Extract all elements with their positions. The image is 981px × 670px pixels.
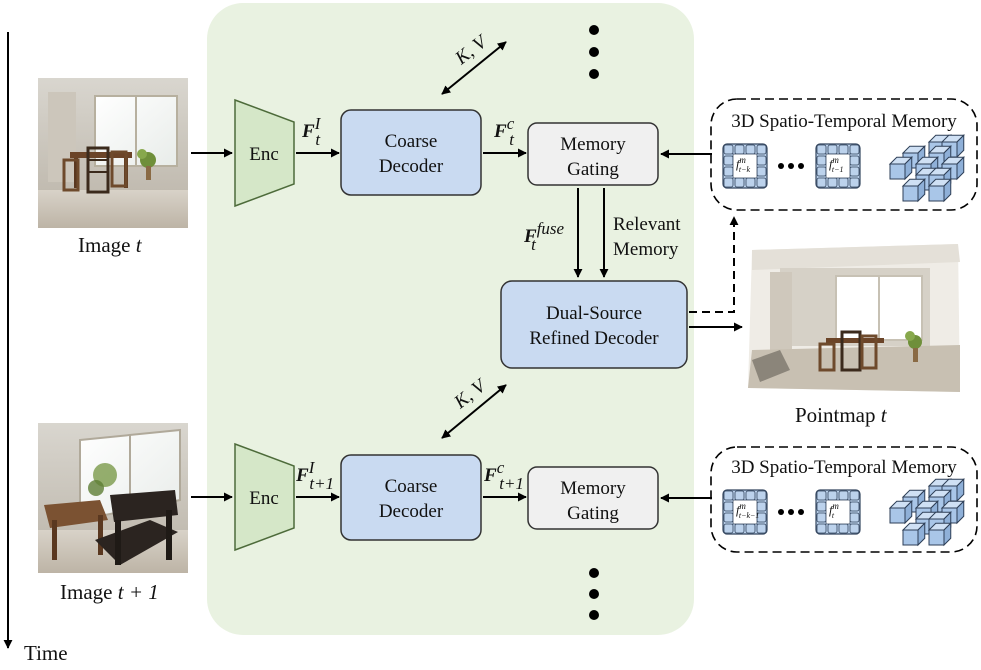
memory-bottom-title: 3D Spatio-Temporal Memory	[731, 457, 957, 478]
svg-text:Memory: Memory	[560, 134, 626, 155]
svg-text:Dual-Source: Dual-Source	[546, 303, 642, 324]
pointmap-caption: Pointmap t	[795, 403, 888, 427]
coarse-decoder-top: Coarse Decoder	[340, 109, 482, 196]
svg-text:Gating: Gating	[567, 503, 619, 524]
svg-text:Coarse: Coarse	[385, 476, 438, 497]
image-t1-caption: Image t + 1	[60, 580, 159, 604]
memory-gating-top: Memory Gating	[527, 122, 659, 186]
memory-gating-bottom: Memory Gating	[527, 466, 659, 530]
memory-top-cube-cluster	[888, 134, 965, 203]
memory-top-title: 3D Spatio-Temporal Memory	[731, 111, 957, 132]
encoder-top: Enc	[234, 98, 295, 208]
svg-text:Memory: Memory	[560, 478, 626, 499]
input-image-t	[38, 78, 188, 228]
svg-text:Refined Decoder: Refined Decoder	[529, 328, 659, 349]
coarse-decoder-bottom: Coarse Decoder	[340, 454, 482, 541]
memory-bottom-cube-cluster	[888, 478, 965, 547]
svg-text:Coarse: Coarse	[385, 131, 438, 152]
time-label: Time	[24, 641, 68, 665]
ellipsis-bottom	[589, 568, 599, 620]
svg-text:Decoder: Decoder	[379, 501, 444, 522]
ellipsis-top	[589, 25, 599, 79]
encoder-bottom: Enc	[234, 442, 295, 552]
refined-decoder: Dual-Source Refined Decoder	[500, 280, 688, 369]
time-axis: Time	[3, 32, 68, 665]
input-image-t1	[38, 423, 188, 573]
memory-top-ellipsis	[778, 163, 804, 169]
pointmap-render	[748, 244, 960, 392]
arrow-refined-to-memory-dashed	[689, 216, 739, 313]
encoder-bottom-label: Enc	[249, 488, 279, 509]
kv-arrow-top	[441, 41, 507, 95]
svg-text:Decoder: Decoder	[379, 156, 444, 177]
memory-bottom-ellipsis	[778, 509, 804, 515]
relevant-memory-line1: Relevant	[613, 214, 681, 235]
kv-arrow-bottom	[441, 384, 507, 439]
encoder-top-label: Enc	[249, 144, 279, 165]
image-t-caption: Image t	[78, 233, 143, 257]
svg-text:Gating: Gating	[567, 159, 619, 180]
relevant-memory-line2: Memory	[613, 239, 679, 260]
